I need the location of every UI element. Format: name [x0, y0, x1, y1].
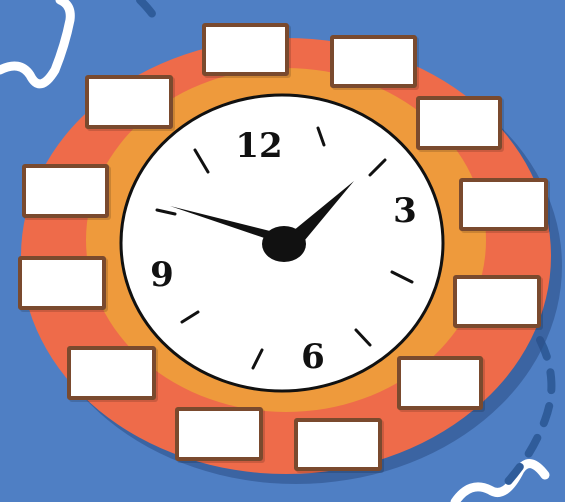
label-box-5[interactable] — [453, 275, 541, 328]
label-box-8[interactable] — [175, 407, 263, 461]
label-box-2[interactable] — [330, 35, 417, 88]
label-box-4[interactable] — [459, 178, 548, 231]
label-box-3[interactable] — [416, 96, 502, 150]
label-box-10[interactable] — [18, 256, 106, 310]
label-box-6[interactable] — [397, 356, 483, 410]
numeral-3: 3 — [393, 191, 417, 231]
scribble-decoration-bottom-right — [455, 464, 545, 502]
numeral-9: 9 — [150, 255, 174, 295]
label-box-11[interactable] — [22, 164, 109, 218]
label-box-1[interactable] — [202, 23, 289, 76]
label-box-7[interactable] — [294, 418, 382, 471]
label-box-9[interactable] — [67, 346, 156, 400]
clock-center-cap — [262, 226, 306, 262]
numeral-6: 6 — [301, 337, 325, 377]
numeral-12: 12 — [235, 126, 282, 166]
label-box-12[interactable] — [85, 75, 173, 129]
scribble-decoration-top-left — [0, 0, 70, 84]
